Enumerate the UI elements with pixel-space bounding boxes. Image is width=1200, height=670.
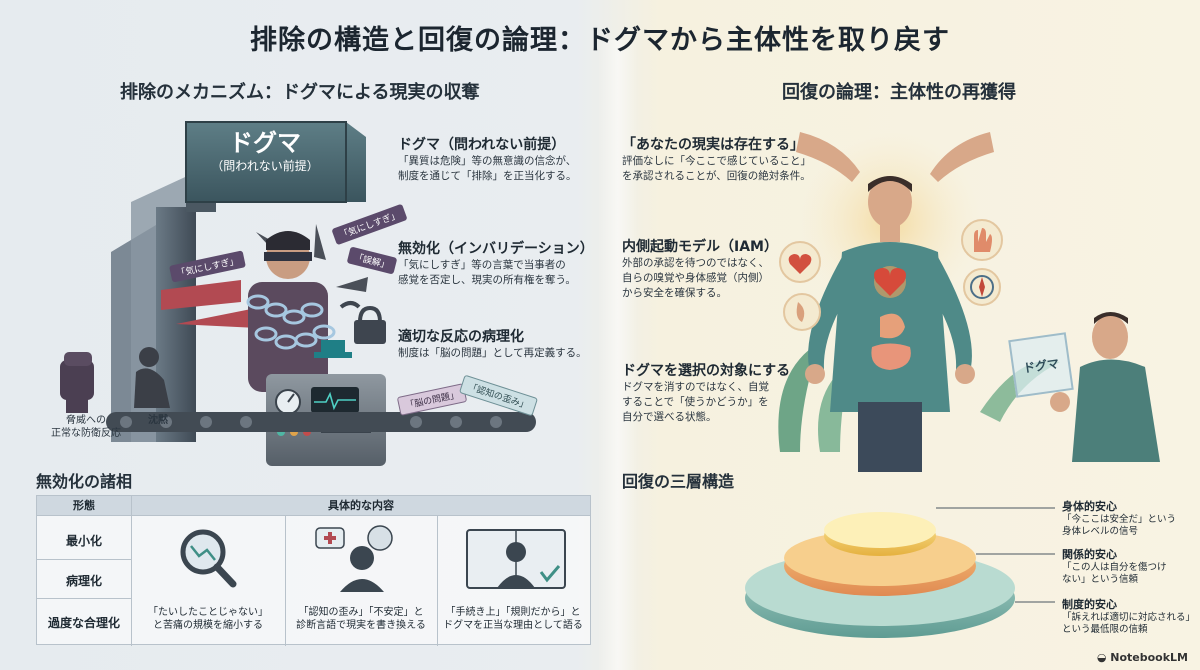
row-label-pathologize: 病理化 (65, 574, 102, 588)
dogma-cube: ドグマ (1008, 332, 1074, 398)
right-item-reality: 「あなたの現実は存在する」 評価なしに「今ここで感じていること」 を承認されるこ… (622, 137, 811, 182)
invalidation-title: 無効化の諸相 (36, 472, 133, 491)
layer-institutional-label: 制度的安心 「訴えれば適切に対応される」 という最低限の信頼 (1062, 598, 1196, 635)
table-header-form: 形態 (37, 496, 131, 516)
table-header-content: 具体的な内容 (132, 496, 590, 516)
thinking-person-icon (315, 525, 393, 592)
dogma-sign: ドグマ （問われない前提） (190, 128, 340, 174)
red-arrow-icon (176, 308, 258, 328)
page-title: 排除の構造と回復の論理：ドグマから主体性を取り戻す (250, 25, 950, 56)
cell-minimize-text: 「たいしたことじゃない」 と苦痛の規模を縮小する (148, 607, 268, 631)
exclusion-illustration (60, 121, 536, 466)
arrow-icon (336, 277, 368, 292)
cube-holder-head (1092, 315, 1128, 359)
blindfold (264, 252, 312, 261)
nose-icon (796, 302, 805, 322)
chain-icon (246, 294, 336, 350)
compass-icon (970, 275, 994, 299)
silent-figure-icon (134, 347, 170, 408)
right-item-iam: 内側起動モデル（IAM） 外部の承認を待つのではなく、 自らの嗅覚や身体感覚（内… (622, 239, 778, 299)
magnifier-icon (180, 529, 237, 588)
layer-physical-label: 身体的安心 「今ここは安全だ」という 身体レベルの信号 (1062, 500, 1177, 537)
dogma-sign-title: ドグマ (229, 129, 301, 157)
cell-pathologize-text: 「認知の歪み」「不安定」と 診断言語で現実を書き換える (296, 607, 426, 631)
palm-icon (974, 228, 992, 252)
monitor-screen (311, 387, 359, 413)
logo-icon: ◒ (1096, 651, 1111, 664)
row-label-rationalize: 過度な合理化 (47, 616, 120, 630)
left-item-pathologization: 適切な反応の病理化 制度は「脳の問題」として再定義する。 (398, 329, 587, 359)
heart-organ-icon (874, 268, 906, 296)
left-item-dogma: ドグマ（問われない前提） 「異質は危険」等の無意識の信念が、 制度を通じて「排除… (398, 137, 577, 182)
dogma-sign-subtitle: （問われない前提） (211, 159, 319, 173)
recovery-illustration (778, 132, 1160, 472)
notebooklm-logo: ◒ NotebookLM (1096, 651, 1188, 664)
three-layer-platform (745, 507, 1055, 638)
cube-holder-body (1072, 359, 1160, 462)
cell-rationalize-text: 「手続き上」「規則だから」と ドグマを正当な理由として語る (443, 607, 583, 631)
right-item-choice: ドグマを選択の対象にする ドグマを消すのではなく、自覚 することで「使うかどうか… (622, 363, 791, 423)
padlock-icon (354, 305, 386, 344)
calm-person-head (868, 176, 912, 228)
silence-label: 沈黙 (148, 415, 168, 426)
hand-icon (796, 132, 860, 182)
hat-icon (321, 340, 345, 354)
heart-icon (788, 254, 812, 274)
row-label-minimize: 最小化 (65, 534, 102, 548)
layer-relational-label: 関係的安心 「この人は自分を傷つけ ない」という信頼 (1062, 548, 1167, 585)
invalidation-table: 形態 具体的な内容 最小化 病理化 過度な合理化 「たいしたことじゃない」 と苦… (36, 495, 591, 646)
three-layers-title: 回復の三層構造 (622, 472, 735, 491)
left-section-title: 排除のメカニズム：ドグマによる現実の収奪 (120, 82, 480, 103)
calm-person-legs (858, 402, 922, 472)
red-arrow-icon (161, 280, 241, 310)
fist-label: 脅威への 正常な防衛反応 (51, 415, 121, 439)
left-item-invalidation: 無効化（インバリデーション） 「気にしすぎ」等の言葉で当事者の 感覚を否定し、現… (398, 241, 594, 286)
right-section-title: 回復の論理：主体性の再獲得 (782, 82, 1016, 103)
broken-chain-icon (339, 301, 361, 309)
rulebook-person-icon (466, 529, 566, 589)
intestine-icon (871, 343, 911, 370)
hand-icon (930, 132, 994, 182)
center-divider (598, 40, 638, 670)
stomach-icon (880, 313, 905, 339)
arrow-icon (314, 224, 326, 260)
fist-icon (60, 352, 94, 413)
conveyor-belt (106, 412, 536, 432)
